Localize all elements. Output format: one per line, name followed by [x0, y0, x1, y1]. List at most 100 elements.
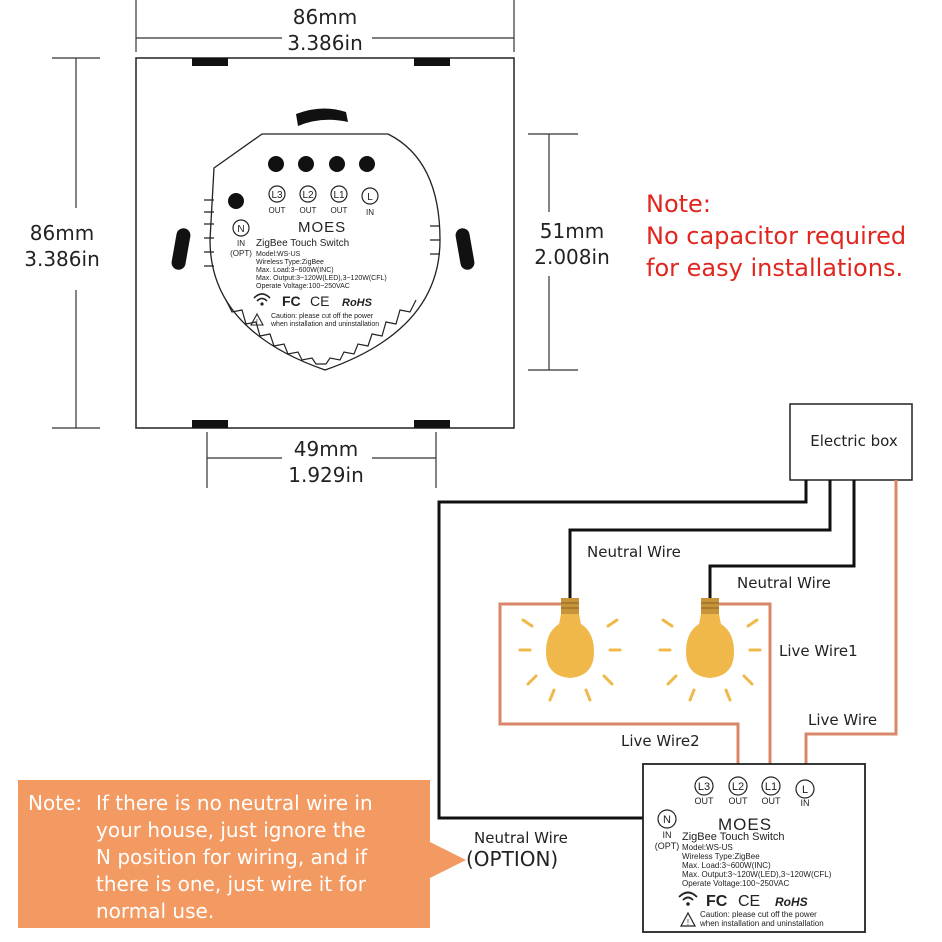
svg-text:Operate Voltage:100~250VAC: Operate Voltage:100~250VAC: [682, 879, 789, 888]
bottom-dimension: 49mm 1.929in: [206, 432, 437, 488]
top-brand: MOES: [298, 219, 346, 236]
svg-text:N: N: [237, 224, 244, 235]
top-dim-mm: 86mm: [293, 5, 357, 29]
orange-note-head: Note:: [28, 791, 83, 815]
left-dim-in: 3.386in: [24, 247, 100, 271]
right-dimension: 51mm 2.008in: [528, 133, 610, 371]
top-terminal-l: L IN: [361, 187, 379, 217]
ce-mark: CE: [310, 293, 329, 309]
neutral-wire-label-1: Neutral Wire: [587, 543, 681, 561]
bottom-wifi-icon: [678, 891, 698, 906]
svg-text:L3: L3: [271, 190, 283, 201]
electric-box: Electric box: [789, 403, 913, 481]
top-terminals: L3 OUT L2 OUT L1 OUT L IN N IN (OPT): [230, 185, 379, 258]
bottom-rohs-mark: RoHS: [775, 895, 808, 909]
svg-text:(OPT): (OPT): [655, 841, 680, 851]
svg-text:OUT: OUT: [331, 206, 348, 215]
svg-text:Max. Load:3~600W(INC): Max. Load:3~600W(INC): [256, 267, 334, 274]
live-wire1-label: Live Wire1: [779, 642, 858, 660]
left-dim-mm: 86mm: [30, 221, 94, 245]
svg-text:L1: L1: [765, 781, 777, 793]
bottom-terminal-n: N IN (OPT): [655, 809, 680, 851]
svg-text:IN: IN: [237, 239, 245, 248]
svg-text:L: L: [802, 784, 808, 796]
svg-text:L: L: [367, 192, 373, 203]
svg-text:Caution: please cut off the po: Caution: please cut off the power: [700, 910, 817, 919]
bottom-terminal-l2: L2 OUT: [728, 776, 749, 806]
bottom-brand: MOES: [718, 815, 772, 834]
svg-text:Model:WS-US: Model:WS-US: [256, 251, 301, 258]
bottom-dim-in: 1.929in: [288, 463, 364, 487]
neutral-option-label-2: (OPTION): [466, 847, 558, 871]
neutral-wire-label-2: Neutral Wire: [737, 574, 831, 592]
live-wires: [498, 480, 898, 786]
svg-text:IN: IN: [663, 830, 672, 840]
live-wire-label: Live Wire: [808, 711, 877, 729]
top-dimension: 86mm 3.386in: [135, 0, 515, 55]
bottom-terminal-l1: L1 OUT: [761, 776, 782, 806]
svg-text:!: !: [687, 918, 689, 927]
red-note-line2: No capacitor required: [646, 222, 906, 250]
top-terminal-l3: L3 OUT: [268, 185, 286, 215]
switch-back-panel: [135, 57, 515, 429]
svg-text:OUT: OUT: [762, 796, 782, 806]
bulb-2-icon: [658, 598, 762, 702]
svg-text:Model:WS-US: Model:WS-US: [682, 843, 733, 852]
orange-note-line: normal use.: [96, 899, 215, 923]
orange-note-box: [18, 780, 430, 928]
svg-text:OUT: OUT: [729, 796, 749, 806]
svg-text:when installation and uninstal: when installation and uninstallation: [270, 321, 379, 328]
bottom-fc-mark: FC: [706, 893, 728, 910]
svg-text:L2: L2: [732, 781, 744, 793]
svg-text:Max. Output:3~120W(LED),3~120W: Max. Output:3~120W(LED),3~120W(CFL): [256, 275, 387, 282]
red-note-line3: for easy installations.: [646, 254, 903, 282]
svg-text:Wireless Type:ZigBee: Wireless Type:ZigBee: [682, 852, 760, 861]
electric-box-label: Electric box: [810, 432, 898, 450]
orange-note-body: If there is no neutral wire in your hous…: [96, 790, 426, 925]
top-dim-in: 3.386in: [287, 31, 363, 55]
orange-note-line: there is one, just wire it for: [96, 872, 366, 896]
svg-text:!: !: [256, 319, 258, 326]
svg-text:Max. Output:3~120W(LED),3~120W: Max. Output:3~120W(LED),3~120W(CFL): [682, 870, 832, 879]
top-device-label: MOES ZigBee Touch Switch Model:WS-US Wir…: [250, 219, 387, 328]
top-product: ZigBee Touch Switch: [256, 238, 349, 249]
orange-note-line: If there is no neutral wire in: [96, 791, 373, 815]
left-dimension: 86mm 3.386in: [24, 57, 100, 429]
red-note: Note: No capacitor required for easy ins…: [646, 190, 906, 282]
bulb-1-icon: [518, 598, 622, 702]
svg-text:IN: IN: [366, 208, 374, 217]
right-dim-mm: 51mm: [540, 219, 604, 243]
bottom-switch-module: L3 OUT L2 OUT L1 OUT L IN N IN (OPT) MOE…: [642, 763, 866, 933]
fc-mark: FC: [282, 293, 301, 309]
warning-icon: !: [250, 312, 264, 326]
orange-note-line: your house, just ignore the: [96, 818, 366, 842]
top-terminal-l1: L1 OUT: [330, 185, 348, 215]
bottom-dim-mm: 49mm: [294, 437, 358, 461]
svg-text:OUT: OUT: [269, 206, 286, 215]
live-wire2-label: Live Wire2: [621, 732, 700, 750]
svg-text:OUT: OUT: [695, 796, 715, 806]
top-terminal-n: N IN (OPT): [230, 219, 252, 258]
red-note-line1: Note:: [646, 190, 711, 218]
svg-text:N: N: [663, 814, 671, 826]
svg-text:OUT: OUT: [300, 206, 317, 215]
right-dim-in: 2.008in: [534, 245, 610, 269]
neutral-option-label-1: Neutral Wire: [474, 829, 568, 847]
bottom-terminal-l3: L3 OUT: [694, 776, 715, 806]
svg-text:when installation and uninstal: when installation and uninstallation: [699, 919, 824, 928]
svg-text:L3: L3: [698, 781, 710, 793]
svg-text:Max. Load:3~600W(INC): Max. Load:3~600W(INC): [682, 861, 771, 870]
bottom-terminal-l: L IN: [795, 779, 815, 808]
wire-labels: Neutral Wire Neutral Wire Live Wire1 Liv…: [466, 543, 877, 871]
orange-note-line: N position for wiring, and if: [96, 845, 368, 869]
bottom-warning-icon: !: [679, 911, 697, 927]
neutral-wires: [437, 480, 856, 820]
svg-text:Wireless Type:ZigBee: Wireless Type:ZigBee: [256, 259, 324, 266]
rohs-mark: RoHS: [342, 297, 373, 309]
bottom-ce-mark: CE: [738, 893, 760, 910]
bottom-product: ZigBee Touch Switch: [682, 831, 785, 843]
svg-text:L2: L2: [302, 190, 314, 201]
svg-text:Operate Voltage:100~250VAC: Operate Voltage:100~250VAC: [256, 283, 350, 290]
wifi-icon: [253, 293, 271, 306]
